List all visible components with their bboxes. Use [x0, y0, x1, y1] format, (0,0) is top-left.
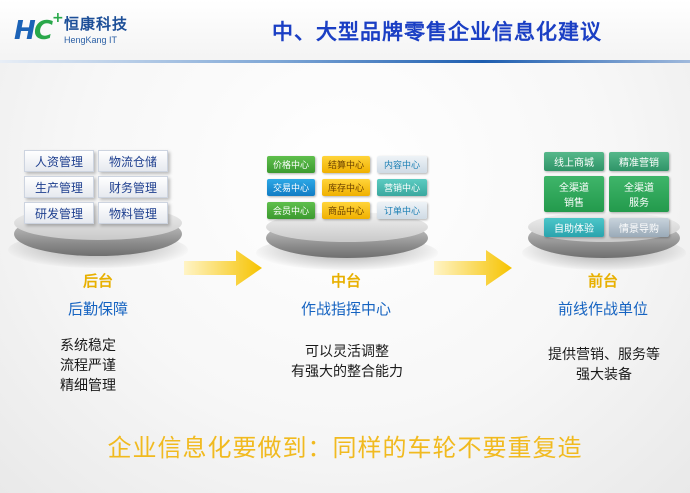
middle-label: 中台	[330, 272, 361, 290]
front-tile-omni-service: 全渠道服务	[609, 176, 669, 212]
back-tile-logistics: 物流仓储	[98, 150, 168, 172]
middle-description: 可以灵活调整 有强大的整合能力	[262, 342, 432, 382]
front-tile-self-service: 自助体验	[544, 218, 604, 237]
logo-name-en: HengKang IT	[64, 35, 118, 45]
middle-tile-marketing: 营销中心	[377, 179, 427, 196]
front-tile-online-mall: 线上商城	[544, 152, 604, 171]
arrow-right-icon-2	[434, 250, 512, 286]
middle-desc-line-2: 有强大的整合能力	[291, 364, 403, 380]
back-tile-production: 生产管理	[24, 176, 94, 198]
page-title: 中、大型品牌零售企业信息化建议	[272, 20, 602, 44]
middle-tile-order: 订单中心	[377, 202, 427, 219]
back-tile-materials: 物料管理	[98, 202, 168, 224]
front-desc-line-2: 强大装备	[576, 367, 632, 383]
back-label: 后台	[82, 272, 113, 290]
middle-tile-trade: 交易中心	[267, 179, 315, 196]
header-bar	[0, 0, 690, 62]
front-tile-omni-service-label: 全渠道服务	[624, 183, 654, 209]
logo-text: 恒康科技 HengKang IT	[64, 13, 128, 45]
middle-tile-inventory: 库存中心	[322, 179, 370, 196]
middle-tile-settlement: 结算中心	[322, 156, 370, 173]
bottom-slogan: 企业信息化要做到：同样的车轮不要重复造	[107, 434, 583, 462]
front-desc-line-1: 提供营销、服务等	[548, 347, 660, 363]
middle-sublabel: 作战指挥中心	[300, 300, 391, 318]
header-divider	[0, 60, 690, 63]
middle-tile-member: 会员中心	[267, 202, 315, 219]
arrow-right-icon-1	[184, 250, 262, 286]
back-sublabel: 后勤保障	[67, 300, 128, 318]
middle-tile-content: 内容中心	[377, 156, 427, 173]
logo-name-cn: 恒康科技	[64, 15, 129, 33]
front-sublabel: 前线作战单位	[557, 300, 648, 318]
middle-desc-line-1: 可以灵活调整	[305, 344, 389, 360]
back-desc-line-1: 系统稳定	[60, 338, 116, 354]
back-description: 系统稳定 流程严谨 精细管理	[60, 336, 116, 396]
back-tile-rnd: 研发管理	[24, 202, 94, 224]
front-tile-omni-sales-label: 全渠道销售	[559, 183, 589, 209]
front-tile-precision-marketing: 精准营销	[609, 152, 669, 171]
middle-tile-price: 价格中心	[267, 156, 315, 173]
back-desc-line-2: 流程严谨	[60, 358, 116, 374]
front-description: 提供营销、服务等 强大装备	[534, 345, 674, 385]
front-label: 前台	[587, 272, 618, 290]
front-tile-scenario-guide: 情景导购	[609, 218, 669, 237]
front-tile-omni-sales: 全渠道销售	[544, 176, 604, 212]
back-tile-hr: 人资管理	[24, 150, 94, 172]
back-tile-finance: 财务管理	[98, 176, 168, 198]
back-desc-line-3: 精细管理	[60, 378, 116, 394]
middle-tile-product: 商品中心	[322, 202, 370, 219]
